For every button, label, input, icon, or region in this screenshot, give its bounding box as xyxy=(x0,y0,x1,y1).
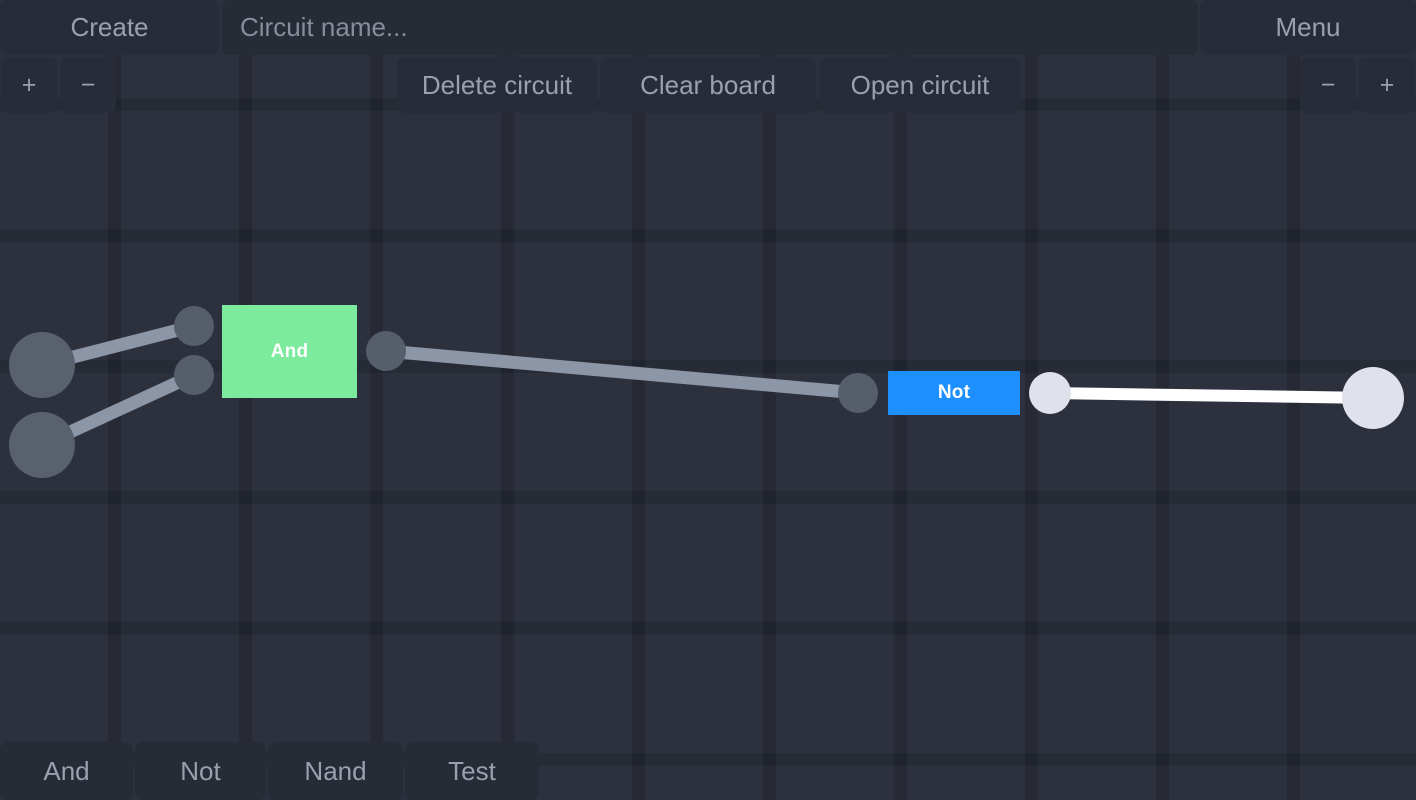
zoom-in-left-button[interactable]: + xyxy=(1,57,57,113)
zoom-out-left-button[interactable]: − xyxy=(60,57,116,113)
palette-item-nand[interactable]: Nand xyxy=(268,742,403,800)
circuit-name-input[interactable]: Circuit name... xyxy=(222,0,1198,55)
menu-button[interactable]: Menu xyxy=(1200,0,1416,55)
gate-not[interactable]: Not xyxy=(888,371,1020,415)
clear-board-button[interactable]: Clear board xyxy=(600,57,816,113)
palette-item-not[interactable]: Not xyxy=(135,742,266,800)
wire-and-out-to-not-in[interactable] xyxy=(385,344,859,400)
and-input-pin-2[interactable] xyxy=(174,355,214,395)
palette-item-and[interactable]: And xyxy=(0,742,133,800)
input-node-b[interactable] xyxy=(9,412,75,478)
zoom-in-right-button[interactable]: + xyxy=(1359,57,1415,113)
output-node[interactable] xyxy=(1342,367,1404,429)
zoom-out-right-button[interactable]: − xyxy=(1300,57,1356,113)
toolbar-secondary-row: + − Delete circuit Clear board Open circ… xyxy=(0,57,1416,114)
and-input-pin-1[interactable] xyxy=(174,306,214,346)
not-output-pin[interactable] xyxy=(1029,372,1071,414)
toolbar-primary-row: Create Circuit name... Menu xyxy=(0,0,1416,56)
wire-not-out-to-output[interactable] xyxy=(1049,387,1374,404)
create-button[interactable]: Create xyxy=(0,0,219,55)
open-circuit-button[interactable]: Open circuit xyxy=(820,57,1020,113)
not-input-pin[interactable] xyxy=(838,373,878,413)
delete-circuit-button[interactable]: Delete circuit xyxy=(397,57,597,113)
input-node-a[interactable] xyxy=(9,332,75,398)
palette-item-test[interactable]: Test xyxy=(405,742,539,800)
gate-and[interactable]: And xyxy=(222,305,357,398)
and-output-pin[interactable] xyxy=(366,331,406,371)
